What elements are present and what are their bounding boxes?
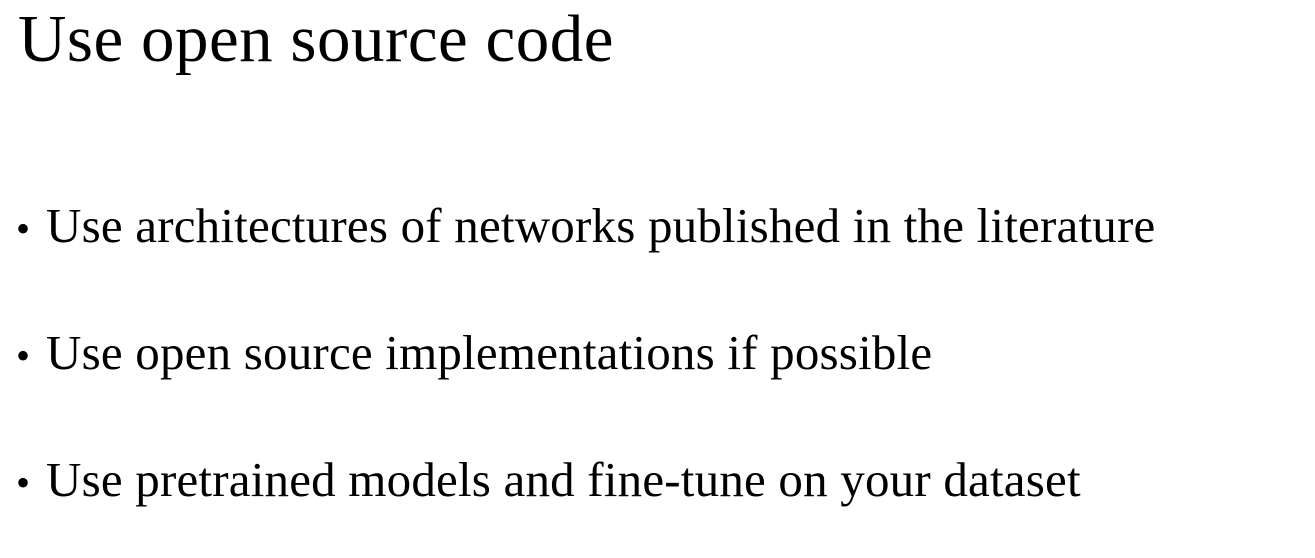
slide-title: Use open source code	[18, 2, 615, 76]
list-item: • Use open source implementations if pos…	[0, 325, 1315, 382]
bullet-text: Use architectures of networks published …	[46, 198, 1156, 253]
list-item: • Use architectures of networks publishe…	[0, 198, 1315, 255]
bullet-text: Use open source implementations if possi…	[46, 324, 933, 380]
list-item: • Use pretrained models and fine-tune on…	[0, 452, 1315, 509]
bullet-text: Use pretrained models and fine-tune on y…	[46, 451, 1081, 507]
bullet-icon: •	[15, 332, 30, 378]
bullet-icon: •	[15, 206, 30, 251]
bullet-icon: •	[15, 459, 30, 505]
bullet-list: • Use architectures of networks publishe…	[0, 198, 1315, 558]
